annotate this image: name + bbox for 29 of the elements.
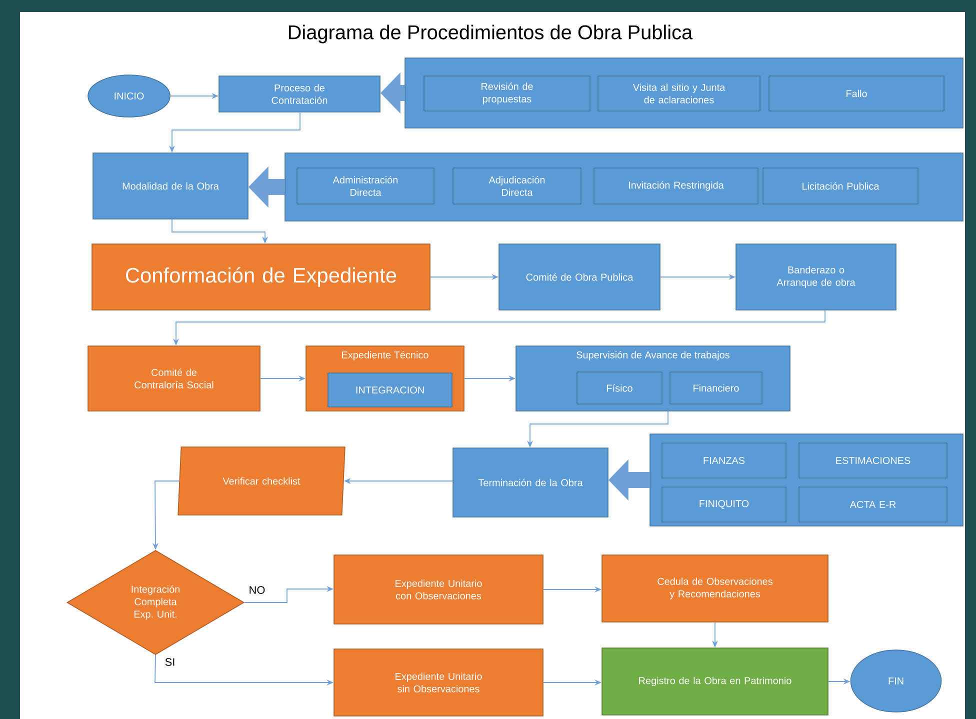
process-box: Registro de la Obra en Patrimonio [602, 648, 828, 716]
option-box: Invitación Restringida [594, 168, 758, 204]
step-box: INTEGRACION [328, 372, 452, 408]
process-box: Proceso de Contratación [218, 76, 380, 112]
process-box: Cedula de Observaciones y Recomendaciones [602, 554, 828, 622]
process-box: Comité de Obra Publica [498, 244, 660, 310]
process-box: Terminación de la Obra [452, 448, 608, 518]
process-box: Modalidad de la Obra [92, 152, 248, 220]
document-box: ACTA E-R [798, 486, 948, 522]
input-parallelogram: Verificar checklist [178, 446, 346, 516]
process-box: Expediente Unitario con Observaciones [334, 554, 544, 624]
process-box: Expediente Unitario sin Observaciones [334, 648, 544, 716]
process-box: Comité de Contraloría Social [88, 346, 260, 412]
step-box: Físico [576, 372, 662, 404]
title: Diagrama de Procedimientos de Obra Publica [288, 24, 693, 44]
step-box: Financiero [670, 372, 762, 404]
edge-label: SI [165, 658, 174, 666]
process-box: Banderazo o Arranque de obra [736, 244, 896, 310]
option-box: Adjudicación Directa [452, 168, 582, 204]
option-box: Administración Directa [296, 168, 434, 204]
document-box: FIANZAS [662, 442, 786, 478]
step-box: Fallo [768, 76, 944, 112]
step-box: Revisión de propuestas [424, 76, 590, 112]
process-box: Conformación de Expediente [92, 244, 430, 310]
document-box: ESTIMACIONES [798, 442, 948, 478]
edge-label: NO [250, 586, 265, 594]
option-box: Licitación Publica [762, 168, 918, 204]
document-box: FINIQUITO [662, 486, 786, 522]
step-box: Visita al sitio y Junta de aclaraciones [598, 76, 760, 112]
